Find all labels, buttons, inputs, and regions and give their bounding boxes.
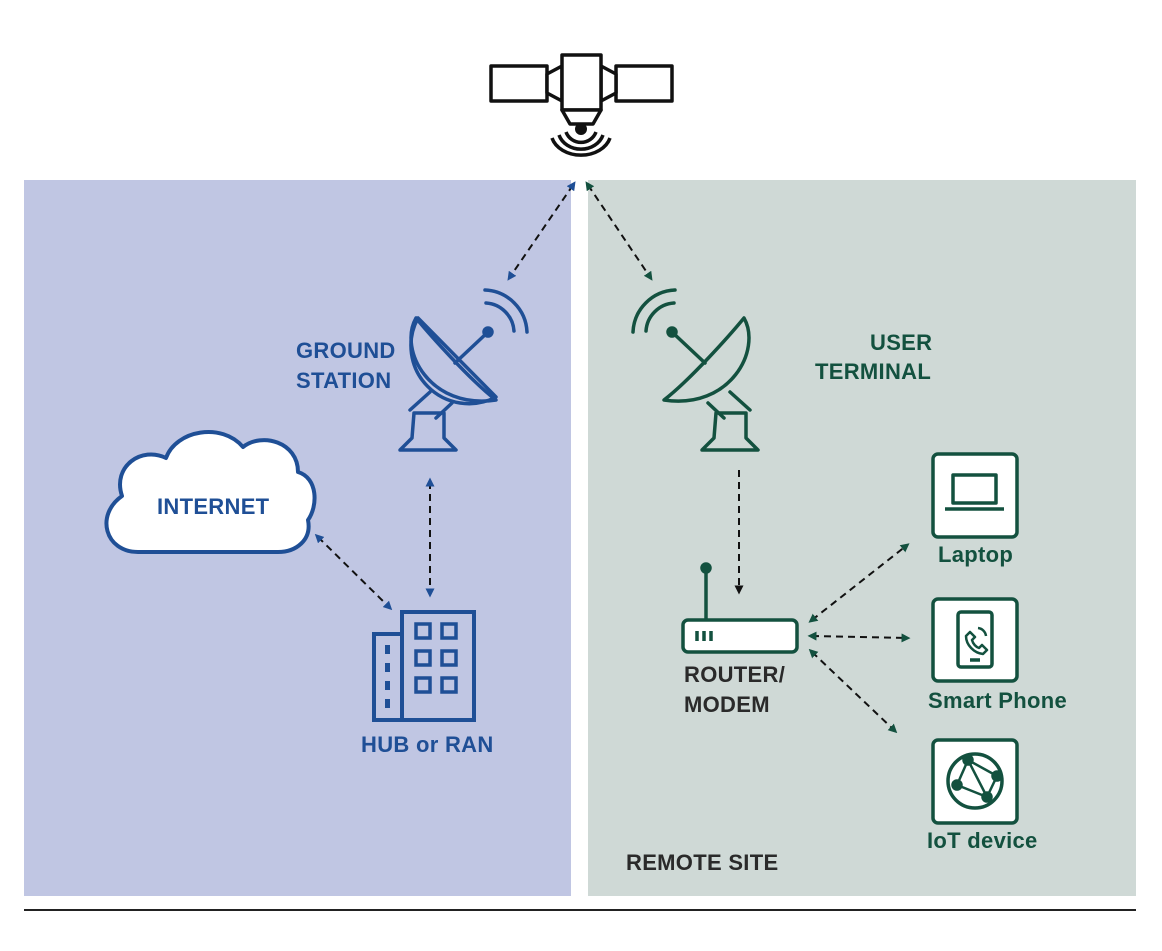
satellite-icon: [489, 53, 674, 157]
smart-phone-label: Smart Phone: [928, 688, 1067, 713]
link-internet-hub: [314, 533, 393, 611]
router-modem-icon: [681, 562, 799, 654]
ground-station-label-line2: STATION: [296, 368, 392, 393]
internet-cloud-icon: [104, 430, 317, 554]
laptop-label: Laptop: [938, 542, 1014, 567]
link-router-phone: [807, 631, 911, 643]
iot-device-label: IoT device: [927, 828, 1038, 853]
internet-label: INTERNET: [157, 494, 270, 519]
link-router-iot: [808, 648, 898, 734]
remote-site-panel: [588, 180, 1136, 896]
router-label-line2: MODEM: [684, 692, 770, 717]
iot-device-icon: [931, 738, 1019, 825]
user-terminal-label-line2: TERMINAL: [815, 359, 932, 384]
laptop-icon: [931, 452, 1019, 539]
link-satellite-ground-station: [507, 181, 576, 281]
user-terminal-dish-icon: [631, 288, 760, 452]
remote-site-label: REMOTE SITE: [626, 850, 779, 875]
ground-station-dish-icon: [398, 288, 529, 452]
link-router-laptop: [808, 543, 910, 623]
smart-phone-icon: [931, 597, 1019, 683]
router-label-line1: ROUTER/: [684, 662, 786, 687]
hub-windows: [414, 622, 458, 694]
ground-station-label-line1: GROUND: [296, 338, 396, 363]
link-satellite-user-terminal: [585, 181, 653, 281]
hub-label: HUB or RAN: [361, 732, 494, 757]
user-terminal-label-line1: USER: [870, 330, 933, 355]
